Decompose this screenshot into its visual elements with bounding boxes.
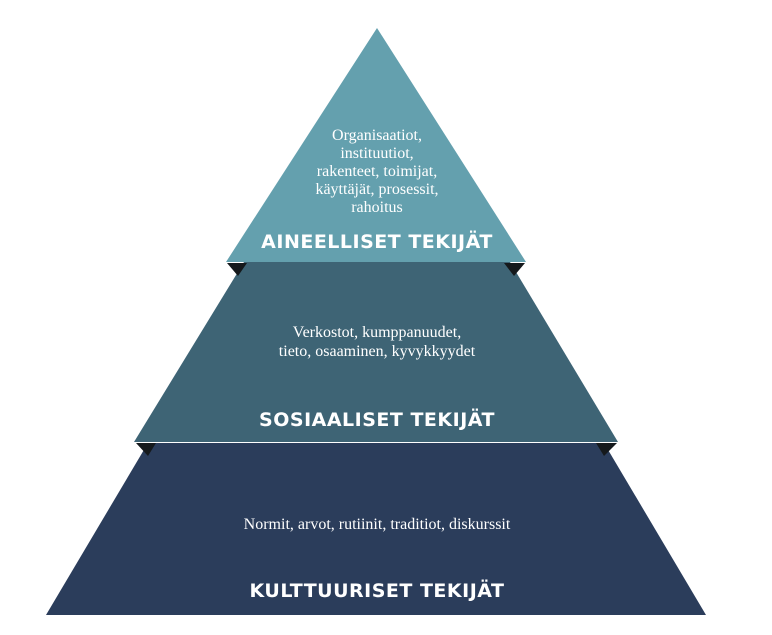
fold-bottom-left bbox=[136, 443, 156, 456]
level-bottom-title: KULTTUURISET TEKIJÄT bbox=[250, 578, 505, 602]
level-top-shape bbox=[226, 28, 526, 262]
level-middle-title: SOSIAALISET TEKIJÄT bbox=[259, 407, 495, 431]
level-middle-desc-line: tieto, osaaminen, kyvykkyydet bbox=[279, 343, 476, 360]
fold-bottom-right bbox=[596, 443, 617, 456]
fold-middle-right bbox=[504, 263, 525, 276]
level-middle-desc-line: Verkostot, kumppanuudet, bbox=[293, 324, 461, 341]
level-top-desc-line: käyttäjät, prosessit, bbox=[315, 181, 438, 198]
level-top-desc-line: rahoitus bbox=[351, 199, 403, 216]
level-top-desc-line: Organisaatiot, bbox=[332, 127, 422, 144]
level-middle-shape bbox=[134, 262, 618, 442]
level-top-desc-line: instituutiot, bbox=[340, 145, 413, 162]
level-bottom: Normit, arvot, rutiinit, traditiot, disk… bbox=[244, 516, 511, 602]
level-bottom-shape bbox=[46, 443, 706, 615]
level-top-desc-line: rakenteet, toimijat, bbox=[317, 163, 437, 180]
level-top-title: AINEELLISET TEKIJÄT bbox=[261, 229, 493, 253]
level-bottom-desc-line: Normit, arvot, rutiinit, traditiot, disk… bbox=[244, 516, 511, 533]
fold-middle-left bbox=[227, 263, 247, 276]
level-top: Organisaatiot, instituutiot, rakenteet, … bbox=[261, 127, 493, 253]
level-middle: Verkostot, kumppanuudet, tieto, osaamine… bbox=[259, 324, 495, 431]
